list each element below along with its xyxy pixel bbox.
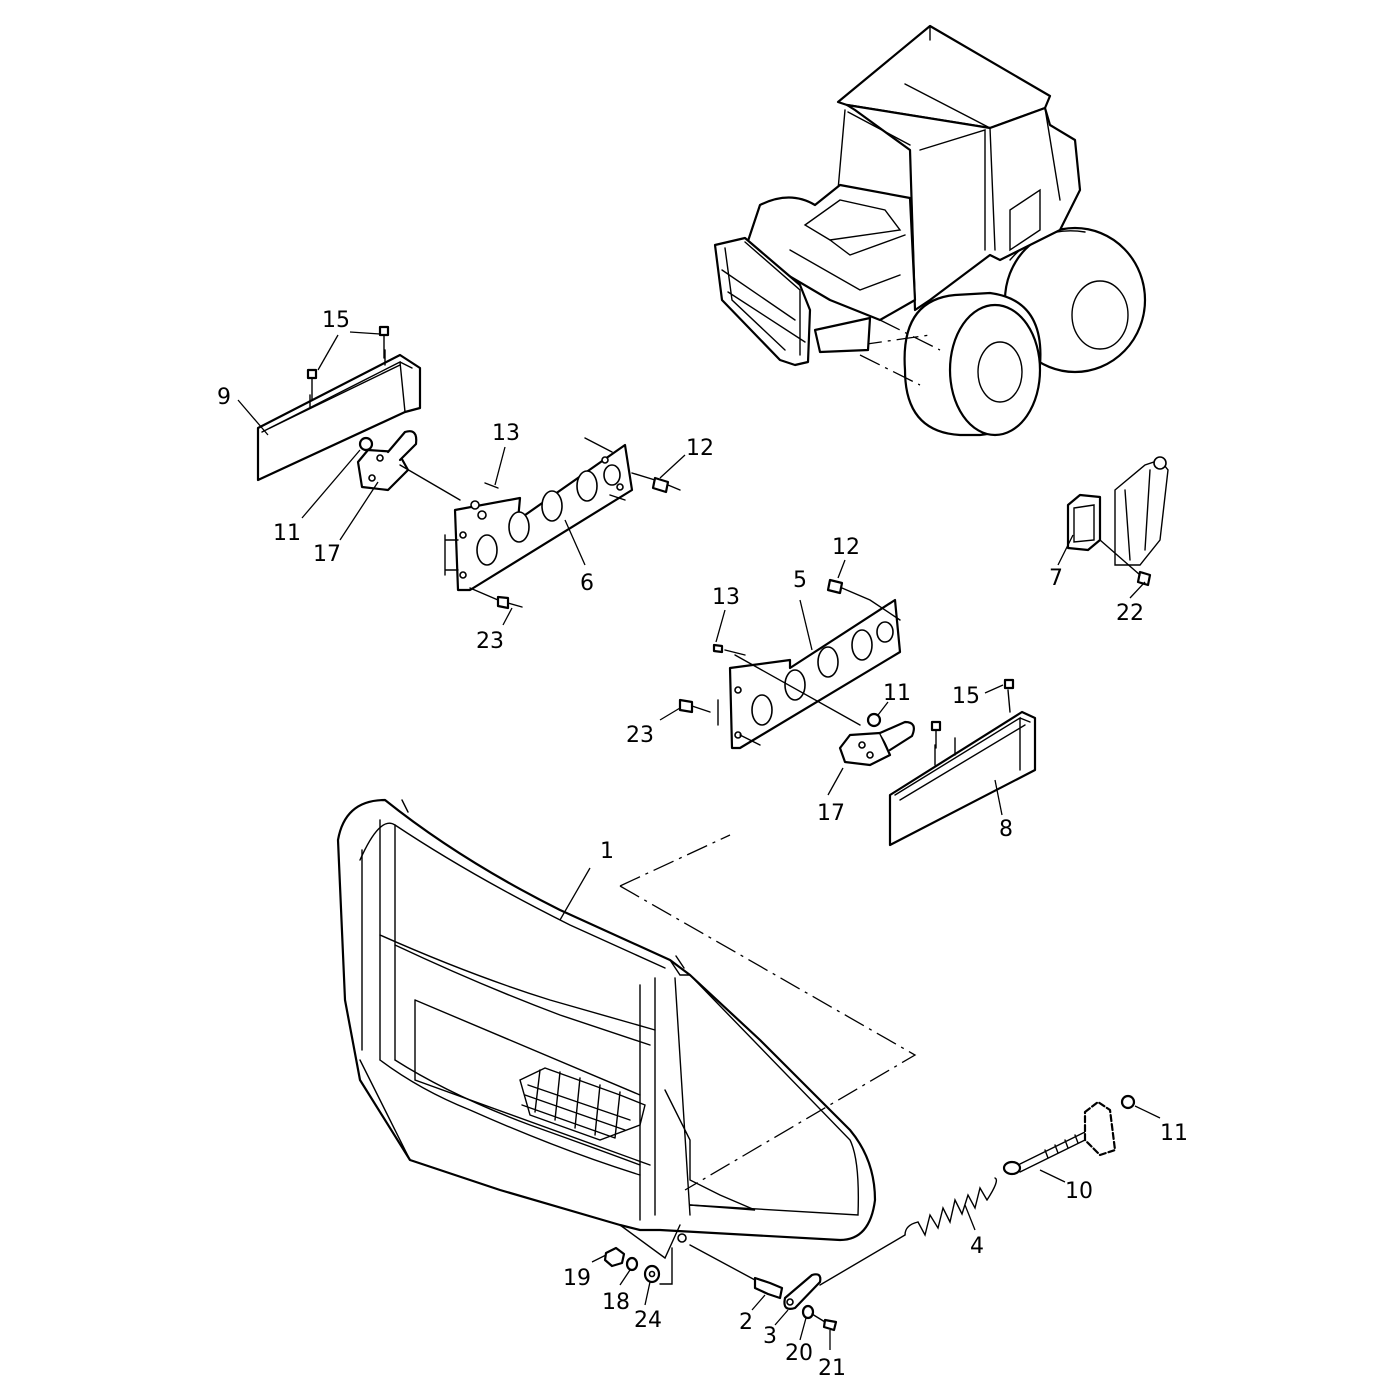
- callout-18: 18: [602, 1290, 630, 1315]
- part-12-bolt-right: [826, 578, 901, 621]
- callout-1: 1: [600, 839, 614, 864]
- part-12-bolt-left: [631, 472, 681, 494]
- part-9-cover-plate: [256, 349, 422, 482]
- bracket-background: [1114, 456, 1169, 566]
- part-23-bolt-left: [469, 587, 523, 610]
- part-10-rod: [1002, 1131, 1086, 1176]
- hood: [743, 183, 917, 322]
- callout-7: 7: [1049, 566, 1063, 591]
- leader-lines: [237, 331, 1161, 1350]
- callout-15-left: 15: [322, 308, 350, 333]
- part-13-bolt-left: [470, 482, 499, 520]
- callout-8: 8: [999, 817, 1013, 842]
- callout-9: 9: [217, 385, 231, 410]
- callout-3: 3: [763, 1324, 777, 1349]
- callout-23-right: 23: [626, 723, 654, 748]
- callout-21: 21: [818, 1356, 846, 1381]
- callout-22: 22: [1116, 601, 1144, 626]
- callout-13-right: 13: [712, 585, 740, 610]
- part-5-mounting-plate: [717, 598, 902, 750]
- callout-23-left: 23: [476, 629, 504, 654]
- callout-10: 10: [1065, 1179, 1093, 1204]
- front-wheel: [903, 291, 1042, 437]
- part-6-mounting-plate: [399, 437, 634, 592]
- machine-guard: [713, 236, 872, 367]
- part-4-spring: [819, 1177, 998, 1286]
- callout-12-right: 12: [832, 535, 860, 560]
- callout-11-right: 11: [883, 681, 911, 706]
- callout-4: 4: [970, 1234, 984, 1259]
- part-20-washer: [801, 1304, 815, 1320]
- part-22-bolt: [1099, 539, 1152, 587]
- part-24-washer: [643, 1247, 673, 1285]
- part-11-nut-right: [866, 712, 882, 728]
- callout-labels: 1 2 3 4 5 6 7 8 9 10 11 11 11 12 12 13 1…: [217, 308, 1188, 1381]
- part-11-nut-bottom: [1083, 1094, 1136, 1157]
- part-13-bolt-right: [712, 643, 724, 654]
- rear-wheels: [1003, 226, 1147, 374]
- callout-15-right: 15: [952, 684, 980, 709]
- part-19-nut: [603, 1246, 626, 1268]
- part-23-bolt-right: [678, 698, 711, 714]
- callout-2: 2: [739, 1310, 753, 1335]
- part-18-washer: [625, 1256, 639, 1272]
- callout-12-left: 12: [686, 436, 714, 461]
- callout-20: 20: [785, 1341, 813, 1366]
- frame-hidden-lines: [859, 319, 941, 386]
- reference-centerline: [619, 834, 917, 1191]
- part-15-bolts-left: [306, 325, 390, 401]
- cab: [836, 24, 1082, 312]
- part-2-pin: [689, 1244, 784, 1300]
- machine-overview: [713, 24, 1147, 437]
- callout-13-left: 13: [492, 421, 520, 446]
- callout-24: 24: [634, 1308, 662, 1333]
- callout-11-left: 11: [273, 521, 301, 546]
- mesh-grid: [519, 1067, 646, 1141]
- part-15-bolts-right: [930, 678, 1015, 749]
- callout-17-right: 17: [817, 801, 845, 826]
- part-3-link: [783, 1273, 822, 1310]
- callout-5: 5: [793, 568, 807, 593]
- part-11-nut-left: [358, 436, 374, 452]
- callout-17-left: 17: [313, 542, 341, 567]
- part-7-spacer: [1066, 493, 1102, 552]
- part-21-bolt: [811, 1313, 838, 1332]
- callout-19: 19: [563, 1266, 591, 1291]
- callout-6: 6: [580, 571, 594, 596]
- callout-11-bottom: 11: [1160, 1121, 1188, 1146]
- part-8-cover-plate: [888, 689, 1037, 847]
- part-1-brush-guard: [336, 798, 877, 1260]
- part-17-hinge-right: [838, 720, 915, 767]
